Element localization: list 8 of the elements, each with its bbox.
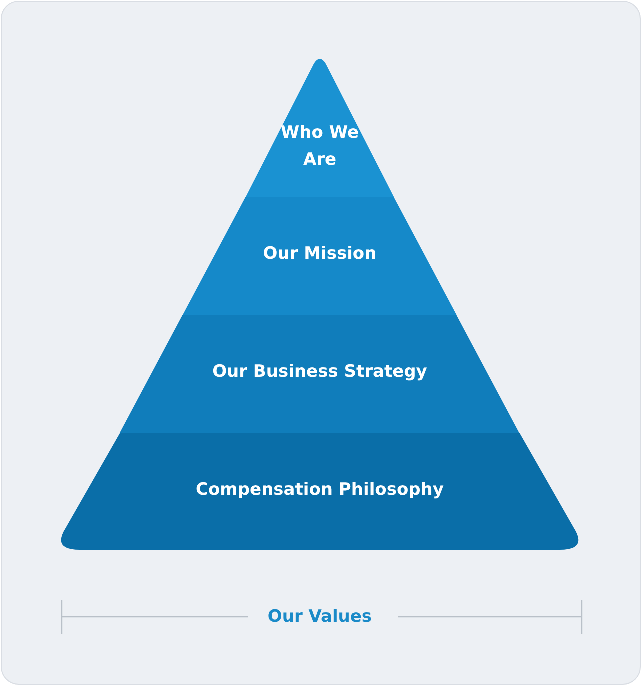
tier-label: Compensation Philosophy	[196, 479, 444, 502]
pyramid-tier	[246, 58, 394, 197]
tier-label: Who We Are	[280, 122, 360, 172]
pyramid-tier	[120, 315, 520, 433]
tier-label: Our Business Strategy	[212, 361, 428, 384]
base-label: Our Values	[266, 606, 374, 629]
tier-label: Our Mission	[263, 243, 377, 266]
pyramid-tier	[183, 197, 457, 315]
